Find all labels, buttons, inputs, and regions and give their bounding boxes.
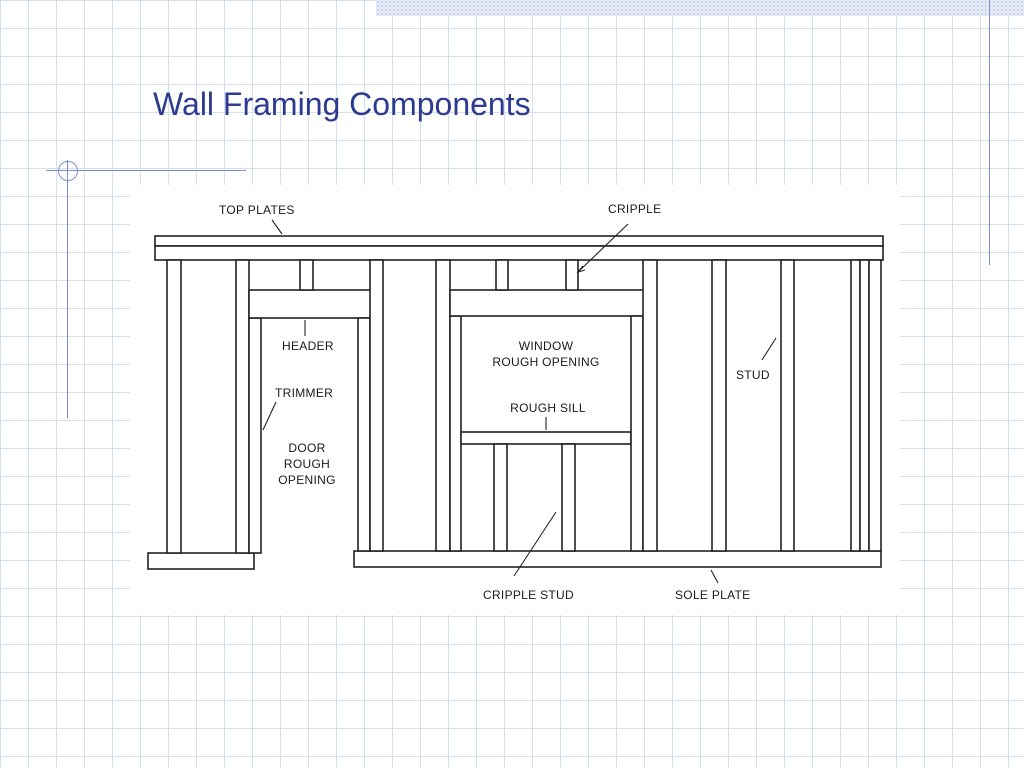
stud [711,259,727,552]
leader-trimmer [262,401,277,431]
label-sole-plate: SOLE PLATE [675,588,750,602]
stud [166,259,182,554]
door-header [248,289,372,319]
cripple-stud [561,443,576,552]
slide-title: Wall Framing Components [153,86,531,122]
stud [435,259,451,552]
label-cripple-stud: CRIPPLE STUD [483,588,574,602]
top-plate-upper [154,235,884,247]
decor-rule-right [989,0,990,265]
label-top-plates: TOP PLATES [219,203,295,217]
leader-cripple-stud [513,511,557,577]
stud [780,259,795,552]
stud [642,259,658,552]
label-door-rough-opening-line: DOOR [288,441,325,455]
sole-plate-right [353,550,882,568]
corner-stud [859,259,870,552]
label-window-rough-opening-line: ROUGH OPENING [492,355,599,369]
label-rough-sill: ROUGH SILL [510,401,586,415]
decor-circle-mark [58,161,78,181]
sole-plate-left [147,552,255,570]
label-window-rough-opening-line: WINDOW [519,339,574,353]
leader-top-plates [271,219,283,235]
corner-stud [850,259,861,552]
window-trimmer-right [630,315,644,552]
label-door-rough-opening-line: OPENING [278,473,335,487]
header-decor-band [376,0,1024,16]
leader-stud [761,337,777,361]
window-header [449,289,645,317]
top-plate-lower [154,245,884,261]
stud [235,259,250,554]
corner-stud [868,259,882,552]
label-trimmer: TRIMMER [275,386,333,400]
arrowhead-cripple [576,265,586,274]
trimmer-right [357,317,371,552]
decor-rule-left [67,160,68,418]
cripple-stud [493,443,508,552]
label-cripple: CRIPPLE [608,202,661,216]
trimmer-left [248,317,262,554]
window-cripple [565,259,579,291]
wall-framing-diagram: TOP PLATES CRIPPLE HEADER TRIMMER DOOR R… [130,185,900,615]
leader-cripple [577,223,629,273]
rough-sill [460,431,632,445]
framing-drawing: TOP PLATES CRIPPLE HEADER TRIMMER DOOR R… [147,202,884,602]
decor-rule-horizontal [46,170,246,171]
label-header: HEADER [282,339,334,353]
window-cripple [495,259,509,291]
window-trimmer-left [449,315,462,552]
door-cripple [299,259,314,291]
label-door-rough-opening-line: ROUGH [284,457,330,471]
label-stud: STUD [736,368,770,382]
leader-sole-plate [710,569,719,584]
stud [369,259,384,552]
